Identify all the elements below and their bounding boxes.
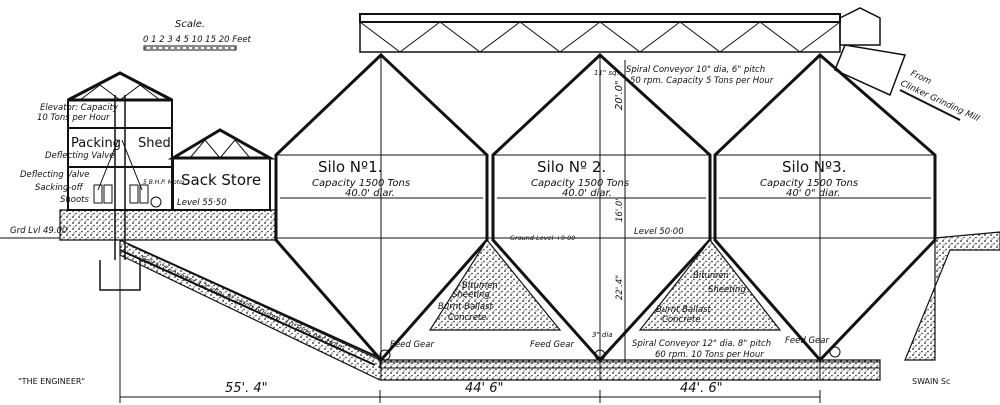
foundation-labels: Bitumen Sheeting Burnt Ballast Concrete … — [438, 271, 746, 325]
dim-55-4: 55'. 4" — [225, 381, 268, 396]
bottom-conveyor-line1: Spiral Conveyor 12" dia. 8" pitch — [632, 339, 771, 349]
bottom-conveyor-trough — [379, 361, 881, 369]
top-conveyor-line2: 50 rpm. Capacity 5 Tons per Hour — [630, 76, 774, 86]
top-conveyor-line1: Spiral Conveyor 10" dia, 6" pitch — [626, 65, 765, 75]
scale-bar: Scale. 0 1 2 3 4 5 10 15 20 Feet — [143, 19, 252, 51]
arrow-icon — [899, 89, 961, 121]
clinker-mill-label: Clinker Grinding Mill — [899, 79, 982, 125]
silo-3-diameter: 40' 0" diar. — [786, 188, 840, 199]
elevator-label: Elevator: Capacity — [40, 103, 119, 113]
silo-3 — [713, 52, 937, 380]
dimension-line: 55'. 4" 44' 6" 44'. 6" — [119, 240, 821, 403]
silo-1-capacity: Capacity 1500 Tons — [312, 178, 410, 189]
size-note: 3" dia — [592, 331, 613, 339]
deflecting-valve-label-2: Deflecting Valve — [20, 170, 89, 180]
motor-label: 5 B.H.P. Motor — [143, 179, 186, 186]
scale-ticks: 0 1 2 3 4 5 10 15 20 Feet — [143, 35, 252, 45]
silo-2-capacity: Capacity 1500 Tons — [531, 178, 629, 189]
credit-engineer: "THE ENGINEER" — [18, 377, 85, 386]
conveyor-gallery — [359, 7, 907, 97]
sheeting-label: Sheeting — [708, 285, 746, 295]
dim-vertical-low: 22'.4" — [615, 275, 625, 300]
deflecting-valve-label-1: Deflecting Valve — [45, 151, 114, 161]
top-conveyor-sq: 11" sq. — [594, 69, 619, 77]
silo-3-name: Silo Nº3. — [782, 158, 846, 176]
dim-44-6-a: 44' 6" — [465, 381, 504, 396]
elevator-capacity-label: 10 Tons per Hour — [37, 113, 110, 123]
packing-shed: Elevator: Capacity 10 Tons per Hour Pack… — [10, 71, 186, 291]
level-50-label: Level 50·00 — [634, 227, 684, 237]
ground-level-mid-label: Ground Level +9·00 — [510, 234, 575, 242]
feed-gear-label-2: Feed Gear — [530, 340, 574, 350]
feed-gear-label-1: Feed Gear — [390, 340, 434, 350]
scale-title: Scale. — [175, 19, 205, 30]
silo-2-diameter: 40.0' diar. — [562, 188, 612, 199]
sack-store-level: Level 55·50 — [177, 198, 227, 208]
sheeting-label: Sheeting — [452, 290, 490, 300]
dim-vertical-top: 20'.0" — [614, 80, 625, 110]
silo-1-name: Silo Nº1. — [318, 158, 382, 176]
ballast-label: Burnt Ballast — [438, 302, 494, 312]
sack-store-label: Sack Store — [181, 171, 261, 189]
shed-label: Shed — [138, 136, 171, 151]
shoots-label: Shoots — [60, 195, 90, 205]
dim-44-6-b: 44'. 6" — [680, 381, 723, 396]
sack-store: Sack Store Level 55·50 — [167, 128, 276, 211]
packing-label: Packing — [71, 136, 121, 151]
bitumen-label: Bitumen — [462, 281, 498, 291]
ground-level-label: Grd Lvl 49.00 — [10, 226, 67, 236]
inclined-conveyor-label: Spiral Conveyor 12" dia. 8" pitch 60 rpm… — [139, 254, 345, 353]
silo-1-diameter: 40.0' diar. — [345, 188, 395, 199]
silo-2-name: Silo Nº 2. — [537, 158, 606, 176]
credit-swain: SWAIN Sc — [912, 377, 950, 386]
foundation-2 — [638, 239, 782, 331]
dim-vertical-mid: 16'.0" — [615, 197, 625, 222]
feed-gear-label-3: Feed Gear — [785, 336, 829, 346]
concrete-label: Concrete — [448, 313, 486, 323]
bitumen-label: Bitumen — [693, 271, 729, 281]
silo-3-capacity: Capacity 1500 Tons — [760, 178, 858, 189]
concrete-label: Concrete — [662, 315, 700, 325]
ballast-label: Burnt Ballast — [656, 305, 712, 315]
sacking-off-label: Sacking-off — [35, 183, 84, 193]
bottom-conveyor-line2: 60 rpm. 10 Tons per Hour — [655, 350, 764, 360]
silo-labels: Silo Nº1. Capacity 1500 Tons 40.0' diar.… — [312, 158, 858, 199]
foundation-1 — [428, 238, 562, 331]
inclined-conveyor — [119, 249, 376, 366]
